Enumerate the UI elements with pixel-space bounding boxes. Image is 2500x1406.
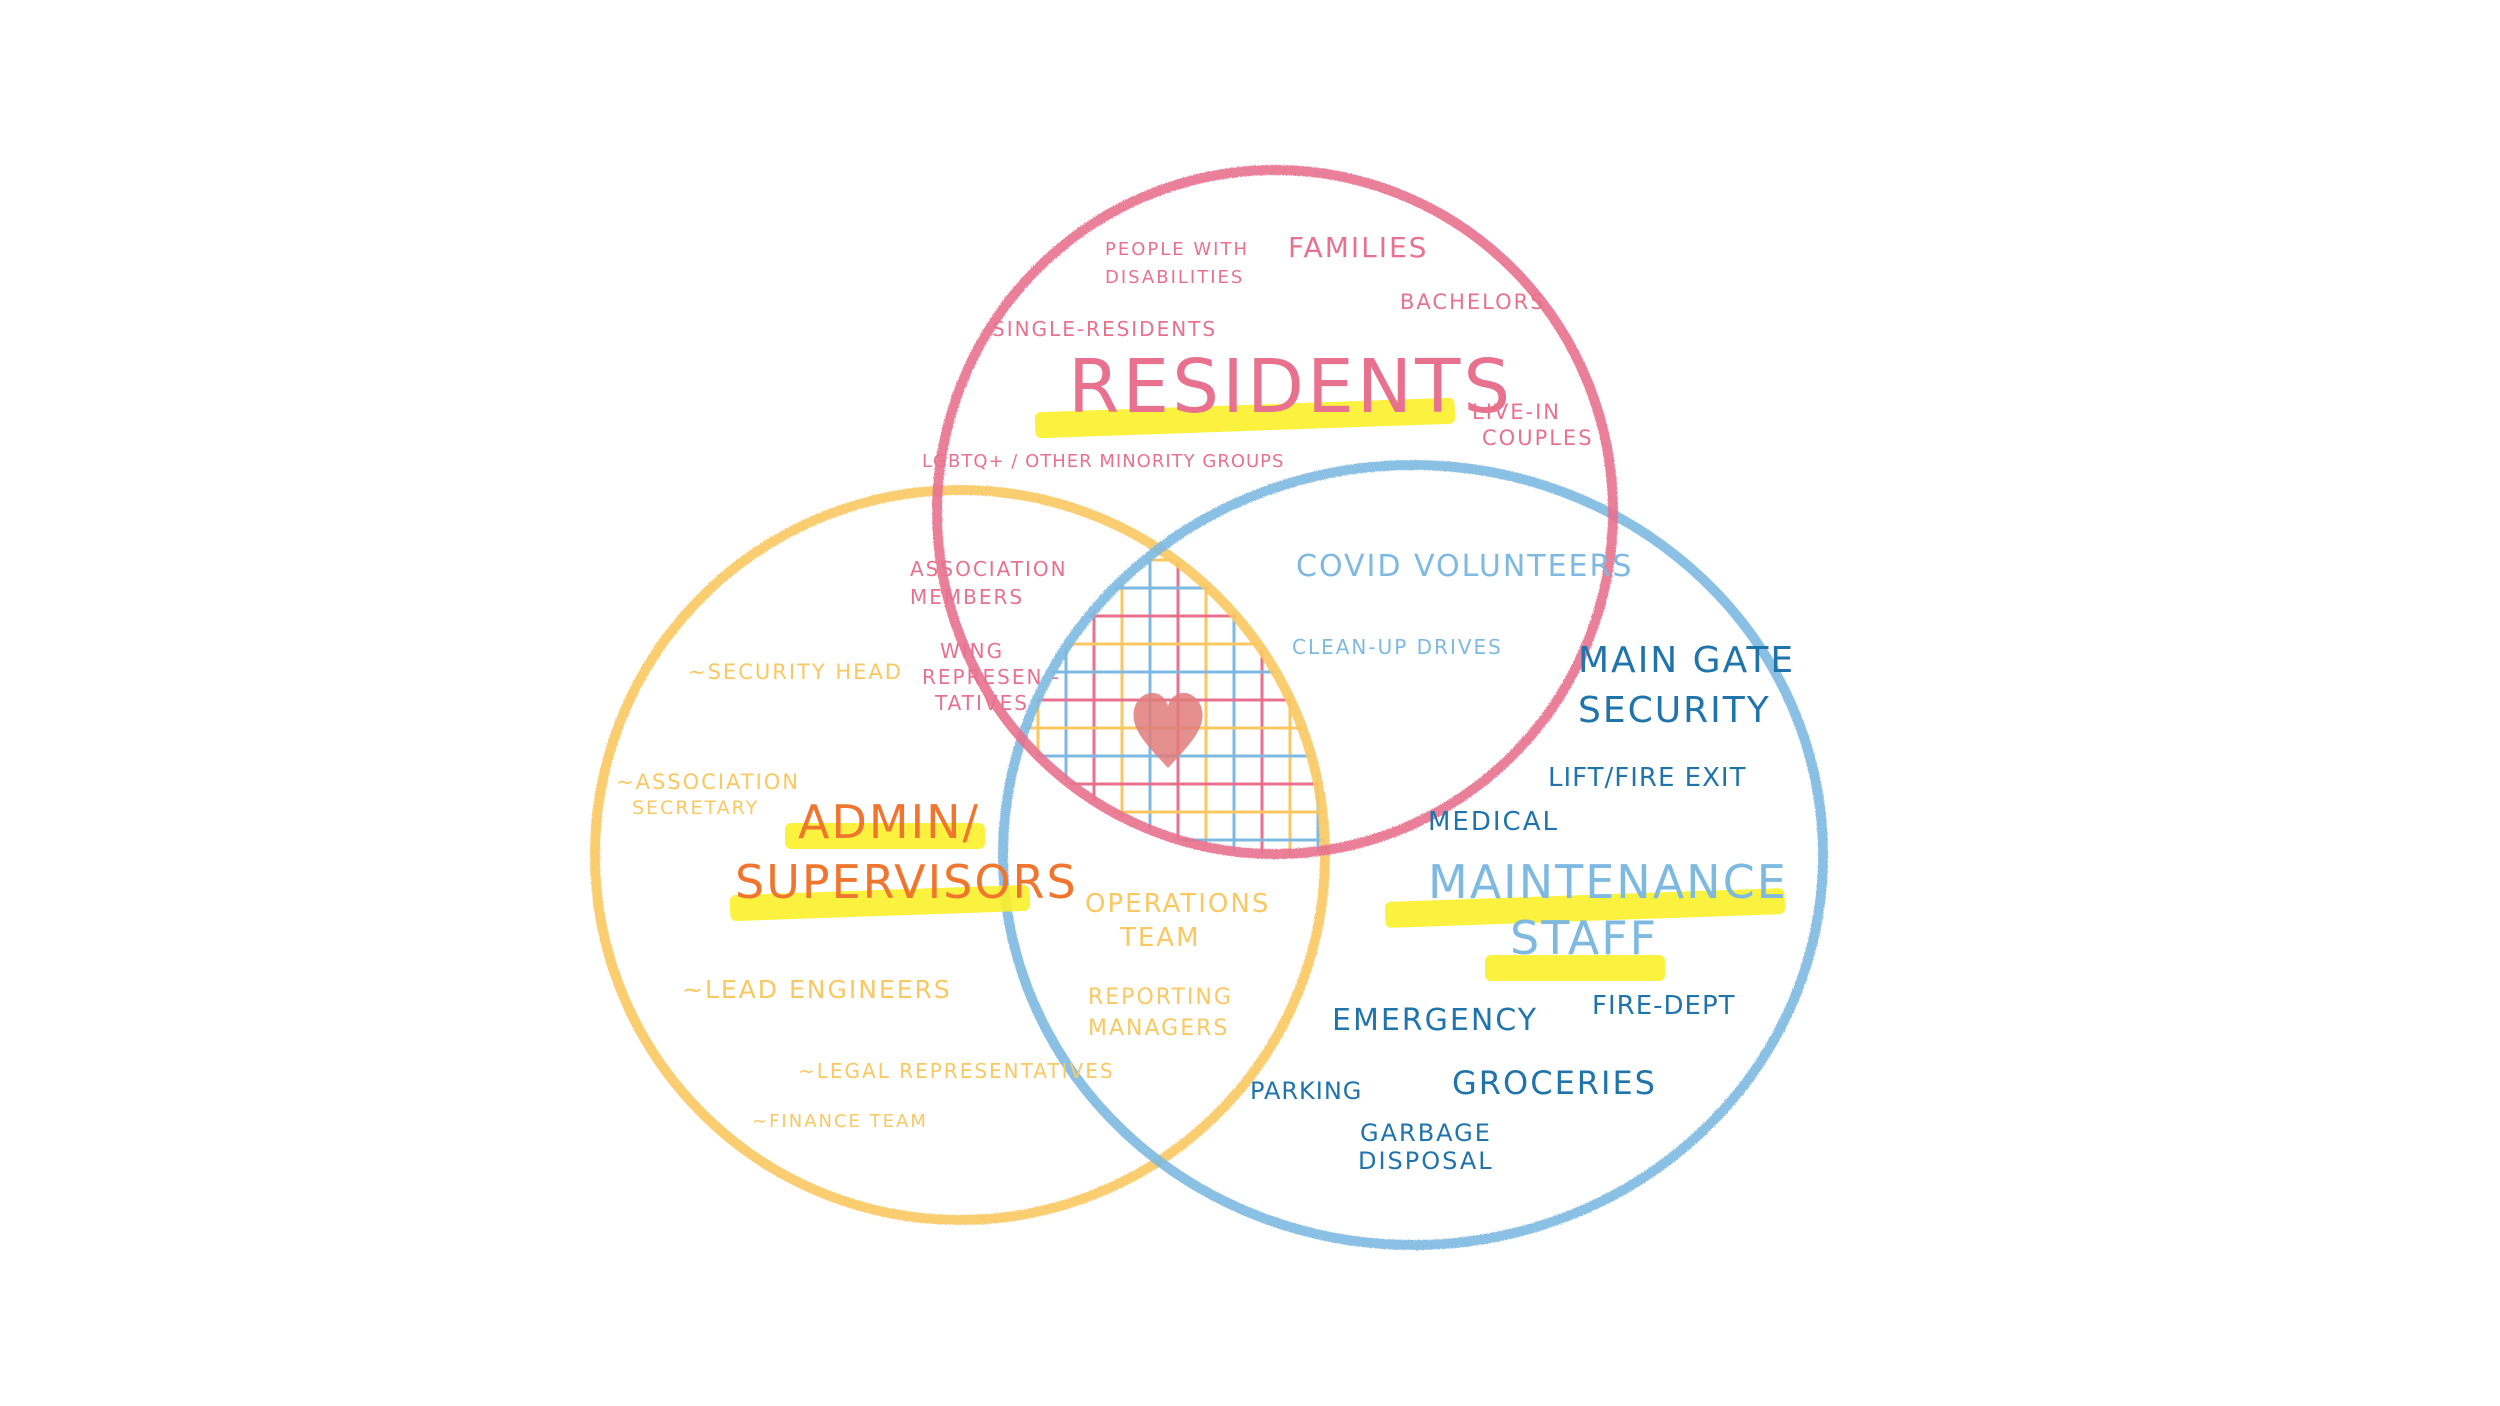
residents-item: FAMILIES	[1288, 231, 1429, 264]
residents-admin-item: TATIVES	[935, 691, 1029, 715]
admin-maintenance-item: REPORTING	[1088, 985, 1233, 1010]
residents-admin-item: REPRESEN -	[922, 665, 1061, 689]
admin-maintenance-item: MANAGERS	[1088, 1016, 1230, 1041]
residents-admin-item: ASSOCIATION	[910, 557, 1068, 581]
residents-admin-item: WING	[940, 639, 1005, 663]
maintenance-item: GARBAGE	[1360, 1119, 1492, 1147]
admin-item: SECRETARY	[632, 797, 760, 819]
admin-item: ~LEAD ENGINEERS	[682, 975, 952, 1004]
maintenance-circle	[998, 460, 1828, 1250]
residents-item: COUPLES	[1482, 426, 1594, 450]
maintenance-title: MAINTENANCE	[1428, 855, 1788, 909]
maintenance-item: MAIN GATE	[1578, 640, 1796, 681]
maintenance-item: EMERGENCY	[1332, 1003, 1539, 1038]
maintenance-item: SECURITY	[1578, 690, 1771, 731]
residents-maintenance-item: COVID VOLUNTEERS	[1296, 549, 1634, 584]
residents-item: SINGLE-RESIDENTS	[992, 317, 1218, 341]
residents-maintenance-item: CLEAN-UP DRIVES	[1292, 635, 1503, 659]
residents-item: LIVE-IN	[1472, 400, 1562, 424]
maintenance-item: DISPOSAL	[1358, 1147, 1494, 1175]
maintenance-title-highlight-2	[1485, 955, 1665, 981]
heart-icon	[1133, 692, 1203, 768]
admin-item: ~SECURITY HEAD	[688, 660, 903, 684]
maintenance-title: STAFF	[1510, 911, 1659, 965]
residents-item: LGBTQ+ / OTHER MINORITY GROUPS	[922, 451, 1285, 472]
residents-admin-item: MEMBERS	[910, 585, 1025, 609]
maintenance-item: PARKING	[1250, 1077, 1363, 1105]
admin-maintenance-item: TEAM	[1120, 923, 1201, 953]
maintenance-item: LIFT/FIRE EXIT	[1548, 763, 1747, 793]
maintenance-item: GROCERIES	[1452, 1064, 1657, 1102]
admin-item: ~FINANCE TEAM	[752, 1111, 928, 1132]
admin-title: ADMIN/	[798, 795, 981, 849]
residents-title: RESIDENTS	[1068, 344, 1514, 430]
residents-item: PEOPLE WITH	[1105, 239, 1250, 260]
admin-title: SUPERVISORS	[735, 855, 1078, 909]
admin-title-highlight	[785, 823, 985, 849]
residents-item: BACHELORS	[1400, 290, 1546, 314]
maintenance-item: FIRE-DEPT	[1592, 991, 1736, 1021]
admin-item: ~ASSOCIATION	[616, 770, 801, 794]
admin-item: ~LEGAL REPRESENTATIVES	[798, 1059, 1115, 1083]
admin-maintenance-item: OPERATIONS	[1085, 889, 1271, 919]
residents-item: DISABILITIES	[1105, 267, 1245, 288]
residents-circle	[932, 165, 1618, 859]
maintenance-item: MEDICAL	[1428, 807, 1559, 837]
